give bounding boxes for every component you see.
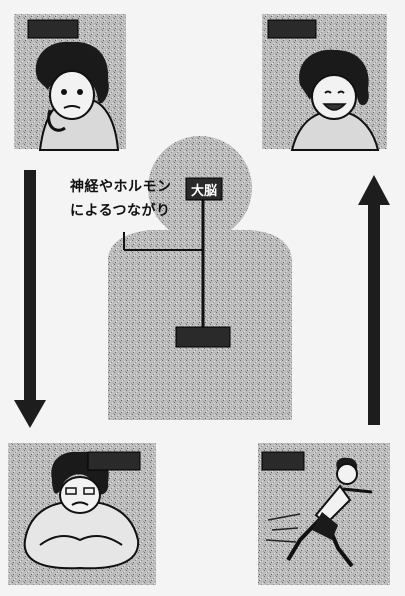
organ-label [176, 327, 230, 347]
caption-line-2: によるつながり [70, 200, 171, 220]
tag-top-right [268, 20, 316, 38]
tag-bottom-left [88, 452, 140, 470]
brain-label: 大脳 [186, 178, 222, 200]
tag-top-left [28, 20, 78, 38]
arrow-up [358, 175, 390, 425]
tag-bottom-right [262, 452, 304, 470]
arrow-down [14, 170, 46, 428]
caption-line-1: 神経やホルモン [70, 176, 172, 196]
